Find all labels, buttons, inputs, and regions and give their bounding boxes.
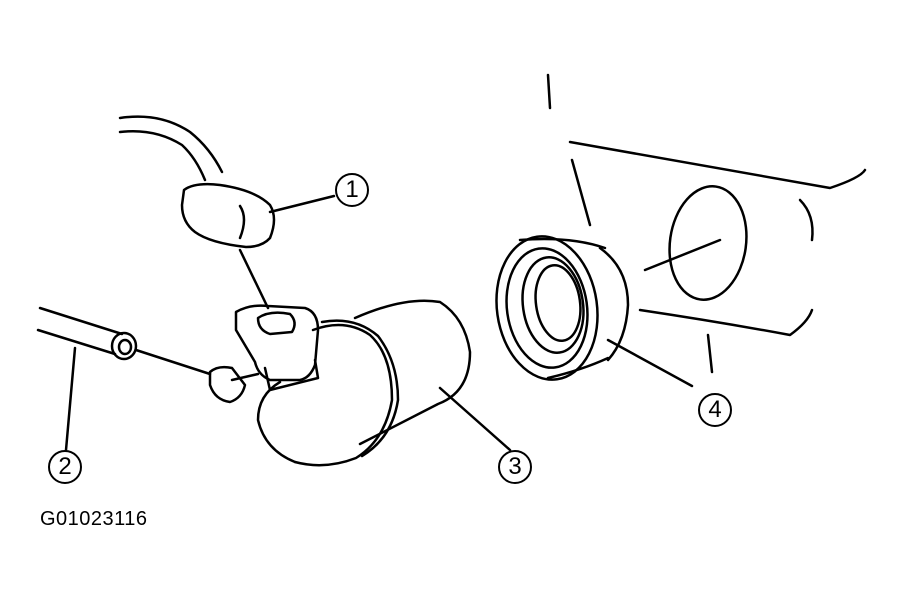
- callout-3: 3: [498, 450, 532, 484]
- hose-part: [36, 306, 212, 452]
- connector-part: [118, 115, 336, 310]
- pump-part: [208, 299, 512, 467]
- callout-4: 4: [698, 393, 732, 427]
- callout-2: 2: [48, 450, 82, 484]
- body-panel: [546, 73, 867, 374]
- callout-1: 1: [335, 173, 369, 207]
- figure-id: G01023116: [40, 508, 148, 530]
- grommet-part: [495, 235, 694, 388]
